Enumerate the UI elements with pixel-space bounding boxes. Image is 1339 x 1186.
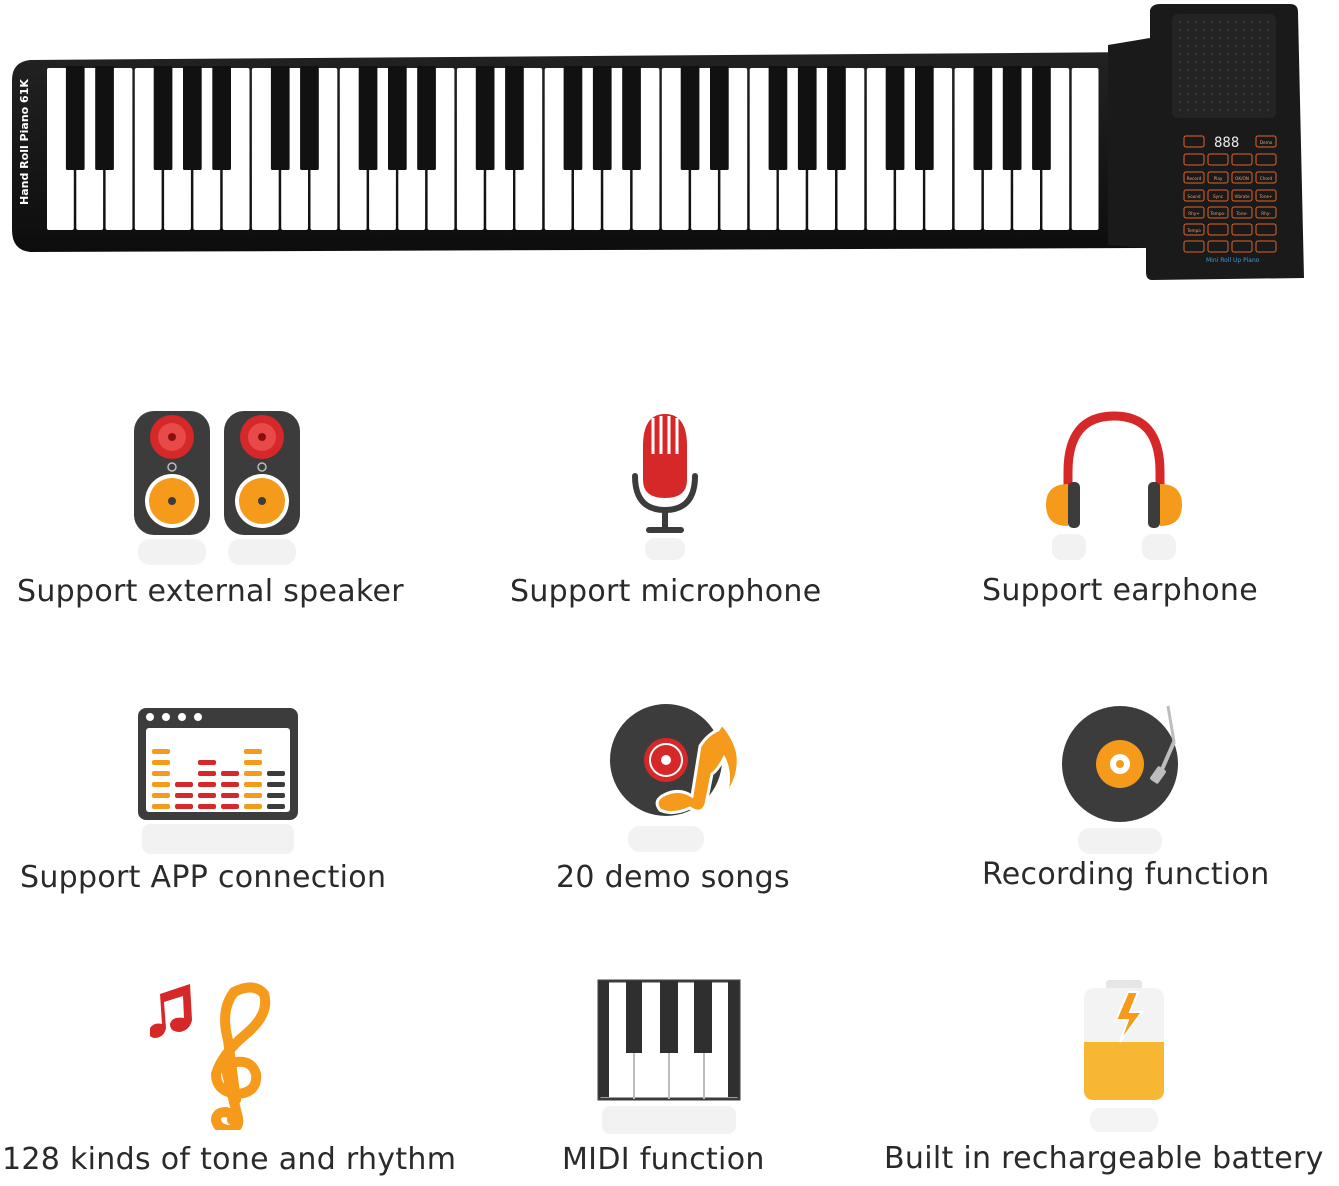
panel-button-label: Demo — [1260, 140, 1273, 145]
panel-button-label: Chord — [1260, 176, 1273, 181]
black-key — [915, 66, 934, 170]
feature-label-recording: Recording function — [982, 857, 1270, 892]
black-key — [153, 66, 173, 170]
panel-button — [1231, 189, 1253, 202]
speaker-grille — [1172, 14, 1276, 118]
panel-button — [1231, 223, 1253, 236]
black-key — [95, 66, 114, 170]
speaker-icon — [134, 411, 300, 565]
black-key — [505, 66, 524, 170]
panel-button — [1231, 153, 1253, 166]
black-key — [65, 66, 85, 170]
panel-button — [1231, 171, 1253, 184]
black-key — [797, 66, 817, 170]
black-key — [768, 66, 788, 170]
panel-button — [1255, 135, 1277, 148]
panel-button — [1255, 206, 1277, 219]
panel-button — [1231, 240, 1253, 253]
panel-button-label: Vibrate — [1234, 194, 1250, 199]
feature-label-app-connection: Support APP connection — [20, 860, 387, 895]
panel-label: Mini Roll Up Piano — [1206, 257, 1260, 264]
panel-button — [1183, 135, 1205, 148]
panel-button-label: Sync — [1213, 194, 1224, 199]
panel-button — [1183, 153, 1205, 166]
black-key — [300, 66, 319, 170]
black-key — [622, 66, 641, 170]
panel-button-label: Tone- — [1235, 211, 1248, 216]
black-key — [710, 66, 729, 170]
black-key — [1032, 66, 1051, 170]
panel-button-label: Rhy- — [1261, 211, 1271, 216]
panel-button — [1255, 240, 1277, 253]
feature-label-earphone: Support earphone — [982, 573, 1258, 608]
panel-button-label: Sound — [1187, 194, 1201, 199]
black-key — [592, 66, 612, 170]
piano-brand-label: Hand Roll Piano 61K — [18, 79, 31, 205]
black-key — [212, 66, 231, 170]
treble-clef-icon — [150, 982, 271, 1130]
panel-button — [1207, 223, 1229, 236]
panel-button-label: Tempo- — [1209, 211, 1226, 216]
black-key — [680, 66, 700, 170]
feature-label-midi: MIDI function — [562, 1142, 765, 1177]
panel-button-label: Tempo — [1186, 228, 1201, 233]
panel-button — [1207, 206, 1229, 219]
panel-button — [1207, 153, 1229, 166]
black-key — [1002, 66, 1022, 170]
black-key — [183, 66, 202, 170]
black-key — [270, 66, 290, 170]
panel-button-label: OK/ON — [1235, 176, 1249, 181]
white-key — [1071, 68, 1099, 230]
equalizer-app-icon — [138, 708, 298, 854]
panel-button — [1183, 171, 1205, 184]
panel-button — [1255, 171, 1277, 184]
black-key — [388, 66, 407, 170]
panel-button — [1183, 240, 1205, 253]
black-key — [827, 66, 846, 170]
panel-button — [1255, 223, 1277, 236]
black-key — [973, 66, 993, 170]
panel-button-label: Play — [1214, 176, 1223, 181]
turntable-icon — [1062, 705, 1178, 854]
panel-button — [1207, 189, 1229, 202]
panel-button — [1183, 206, 1205, 219]
panel-button — [1255, 189, 1277, 202]
black-key — [563, 66, 583, 170]
vinyl-note-icon — [610, 704, 740, 852]
microphone-icon — [632, 414, 698, 560]
feature-label-battery: Built in rechargeable battery — [884, 1141, 1324, 1176]
panel-button — [1207, 240, 1229, 253]
feature-label-external-speaker: Support external speaker — [17, 574, 404, 609]
panel-display: 888 — [1214, 135, 1239, 151]
feature-label-microphone: Support microphone — [510, 574, 822, 609]
piano-keys-icon — [597, 979, 741, 1134]
panel-button — [1183, 223, 1205, 236]
battery-icon — [1084, 980, 1164, 1132]
panel-button — [1231, 206, 1253, 219]
feature-label-tone-rhythm: 128 kinds of tone and rhythm — [2, 1142, 457, 1177]
black-key — [358, 66, 378, 170]
panel-button-label: Rhy+ — [1188, 211, 1200, 216]
panel-button-label: Record — [1187, 176, 1202, 181]
panel-button-label: Tone+ — [1258, 194, 1273, 199]
black-keys — [65, 66, 1051, 170]
panel-button — [1207, 171, 1229, 184]
panel-button — [1255, 153, 1277, 166]
black-key — [885, 66, 905, 170]
feature-label-demo-songs: 20 demo songs — [556, 860, 790, 895]
panel-button — [1183, 189, 1205, 202]
black-key — [475, 66, 495, 170]
black-key — [417, 66, 436, 170]
headphones-icon — [1046, 411, 1182, 560]
